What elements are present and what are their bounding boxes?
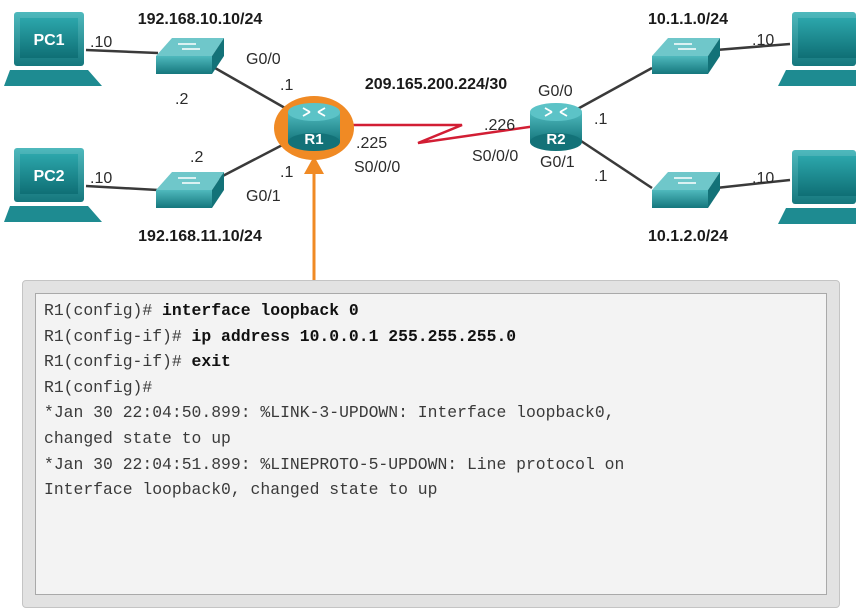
pc4[interactable]: [778, 150, 856, 224]
network-lan3-label: 10.1.1.0/24: [648, 11, 728, 28]
pc1-host-label: .10: [90, 34, 112, 51]
links: [85, 42, 791, 192]
r1-g01-interface-label: G0/1: [246, 188, 281, 205]
router-r1[interactable]: R1: [274, 96, 354, 160]
link-sw3-pc3: [715, 42, 791, 52]
r1-s000-host-label: .225: [356, 135, 387, 152]
pc1-label: PC1: [33, 32, 64, 49]
pc4-host-label: .10: [752, 170, 774, 187]
network-wan-label: 209.165.200.224/30: [365, 76, 507, 93]
cli-console[interactable]: R1(config)# interface loopback 0 R1(conf…: [35, 293, 827, 595]
console-command: ip address 10.0.0.1 255.255.255.0: [191, 326, 517, 346]
r2-g01-interface-label: G0/1: [540, 154, 575, 171]
console-line: *Jan 30 22:04:50.899: %LINK-3-UPDOWN: In…: [44, 400, 818, 426]
switch-lan4[interactable]: [652, 172, 720, 208]
network-topology-diagram: PC1 PC2: [4, 11, 856, 280]
pc3[interactable]: [778, 12, 856, 86]
console-prompt: R1(config)#: [44, 301, 163, 320]
callout-arrow: [304, 156, 324, 280]
link-pc2-sw2: [85, 184, 159, 192]
console-line: R1(config)#: [44, 375, 818, 401]
link-sw1-r1: [214, 66, 293, 114]
r2-g00-interface-label: G0/0: [538, 83, 573, 100]
pc1[interactable]: PC1: [4, 12, 102, 86]
r2-g00-host-label: .1: [594, 111, 607, 128]
network-lan4-label: 10.1.2.0/24: [648, 228, 728, 245]
console-log-text: Interface loopback0, changed state to up: [44, 480, 438, 500]
link-r2-sw3: [571, 66, 653, 114]
r1-g00-interface-label: G0/0: [246, 51, 281, 68]
link-sw4-pc4: [715, 178, 791, 190]
console-line: *Jan 30 22:04:51.899: %LINEPROTO-5-UPDOW…: [44, 452, 818, 478]
console-command: exit: [191, 352, 231, 372]
r2-s000-host-label: .226: [484, 117, 515, 134]
network-lan2-label: 192.168.11.10/24: [138, 228, 262, 245]
console-log-text: *Jan 30 22:04:50.899: %LINK-3-UPDOWN: In…: [44, 403, 615, 423]
pc2-host-label: .10: [90, 170, 112, 187]
sw2-host-label: .2: [190, 149, 203, 166]
console-prompt: R1(config)#: [44, 377, 153, 397]
r2-label: R2: [546, 131, 565, 148]
console-line: R1(config-if)# exit: [44, 349, 818, 375]
r1-g01-host-label: .1: [280, 164, 293, 181]
console-log-text: changed state to up: [44, 428, 231, 448]
switch-lan2[interactable]: [156, 172, 224, 208]
link-r2-sw4: [571, 133, 653, 190]
console-line: changed state to up: [44, 426, 818, 452]
pc2-label: PC2: [33, 168, 64, 185]
cli-output-panel: R1(config)# interface loopback 0 R1(conf…: [22, 280, 840, 608]
link-pc1-sw1: [85, 48, 159, 55]
r1-g00-host-label: .1: [280, 77, 293, 94]
r1-s000-interface-label: S0/0/0: [354, 159, 400, 176]
serial-link-r1-r2: [340, 123, 537, 145]
router-r2[interactable]: R2: [530, 103, 582, 151]
network-lan1-label: 192.168.10.10/24: [138, 11, 263, 28]
r2-s000-interface-label: S0/0/0: [472, 148, 518, 165]
console-command: interface loopback 0: [162, 301, 359, 320]
switch-lan3[interactable]: [652, 38, 720, 74]
console-log-text: *Jan 30 22:04:51.899: %LINEPROTO-5-UPDOW…: [44, 454, 625, 474]
console-line: R1(config-if)# ip address 10.0.0.1 255.2…: [44, 324, 818, 350]
pc2[interactable]: PC2: [4, 148, 102, 222]
console-prompt: R1(config-if)#: [44, 352, 192, 372]
r2-g01-host-label: .1: [594, 168, 607, 185]
sw1-host-label: .2: [175, 91, 188, 108]
pc3-host-label: .10: [752, 32, 774, 49]
switch-lan1[interactable]: [156, 38, 224, 74]
console-line: R1(config)# interface loopback 0: [44, 298, 818, 324]
link-sw2-r1: [214, 138, 293, 182]
console-prompt: R1(config-if)#: [44, 326, 192, 346]
console-line: Interface loopback0, changed state to up: [44, 477, 818, 503]
r1-label: R1: [304, 131, 323, 148]
